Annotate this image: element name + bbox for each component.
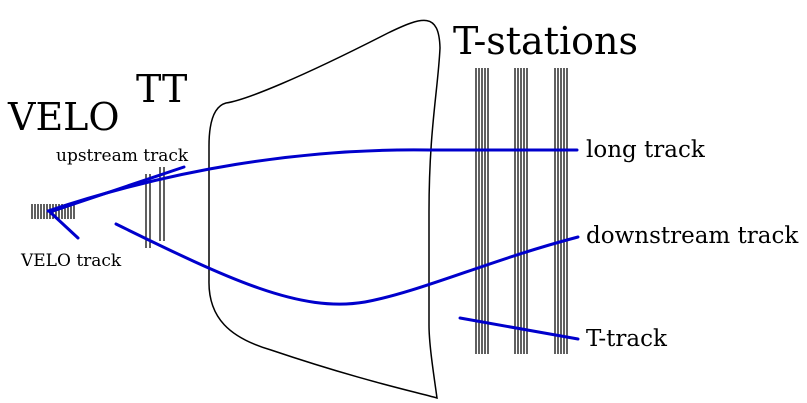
long-track-label: long track [586, 137, 706, 163]
t-track-line [458, 316, 580, 341]
upstream-track-label: upstream track [56, 146, 189, 166]
velo-track-line [48, 210, 80, 240]
t-stations-label: T-stations [453, 19, 638, 63]
t-track-label: T-track [586, 326, 668, 352]
t-stations-detector [475, 68, 568, 354]
tt-label: TT [136, 67, 187, 111]
velo-label: VELO [7, 95, 120, 139]
magnet-outline [208, 19, 441, 400]
velo-track-label: VELO track [20, 251, 122, 271]
long-track-line [46, 148, 579, 213]
downstream-track-label: downstream track [586, 223, 799, 249]
downstream-track-line [114, 222, 580, 306]
